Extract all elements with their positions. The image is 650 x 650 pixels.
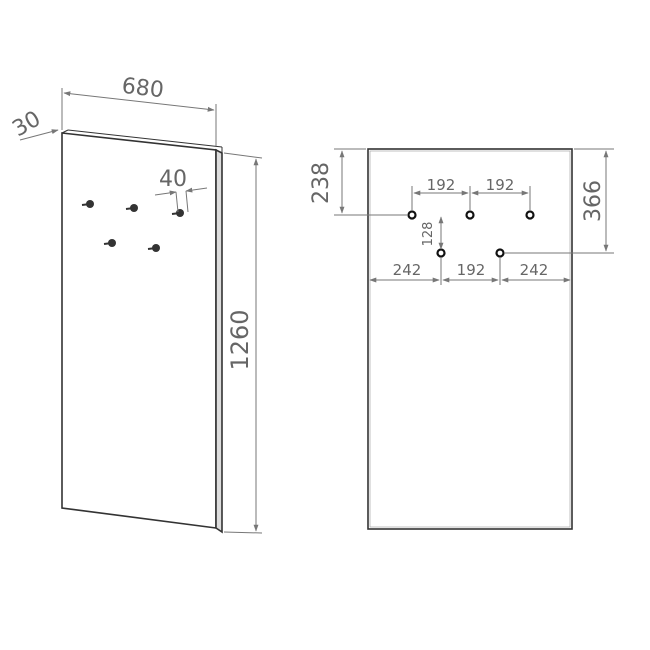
dim-middle-label: 192 <box>457 261 486 279</box>
dim-edge-left-label: 242 <box>393 261 422 279</box>
dim-hook-projection-label: 40 <box>159 167 187 192</box>
dim-depth: 30 <box>8 107 59 143</box>
hole <box>436 248 446 258</box>
hook <box>125 204 138 212</box>
dim-width: 680 <box>61 74 217 146</box>
dim-top-to-hooks: 238 <box>309 148 408 216</box>
dim-hook-projection: 40 <box>154 167 208 213</box>
side-hooks <box>81 200 184 252</box>
front-view: 238 366 192 192 128 <box>309 148 614 530</box>
dim-top-to-lower: 366 <box>504 148 614 254</box>
hook <box>147 244 160 252</box>
hole <box>495 248 505 258</box>
side-panel-top-back <box>67 129 223 148</box>
hole <box>465 210 475 220</box>
side-panel-edge <box>215 148 223 534</box>
front-holes <box>407 210 535 258</box>
dim-top-to-lower-label: 366 <box>581 180 606 222</box>
dim-hook-spacing-2-label: 192 <box>486 176 515 194</box>
dim-height: 1260 <box>223 152 263 534</box>
dim-hook-spacing-1-label: 192 <box>427 176 456 194</box>
hole <box>525 210 535 220</box>
side-panel-top-edge <box>61 129 69 134</box>
dim-width-label: 680 <box>120 74 165 104</box>
dim-edge-right-label: 242 <box>520 261 549 279</box>
front-panel-inner <box>369 150 571 528</box>
side-view: 680 30 1260 40 <box>8 74 263 534</box>
dim-row-offset: 128 <box>421 216 444 250</box>
dim-horizontal-positions: 242 192 242 <box>369 257 571 285</box>
dim-hook-spacing: 192 192 <box>411 176 531 210</box>
dim-row-offset-label: 128 <box>421 222 436 247</box>
hook <box>81 200 94 208</box>
hook <box>103 239 116 247</box>
hole <box>407 210 417 220</box>
side-panel <box>61 132 217 529</box>
dim-top-to-hooks-label: 238 <box>309 162 334 204</box>
dim-depth-label: 30 <box>8 107 45 143</box>
dim-height-label: 1260 <box>226 309 254 370</box>
